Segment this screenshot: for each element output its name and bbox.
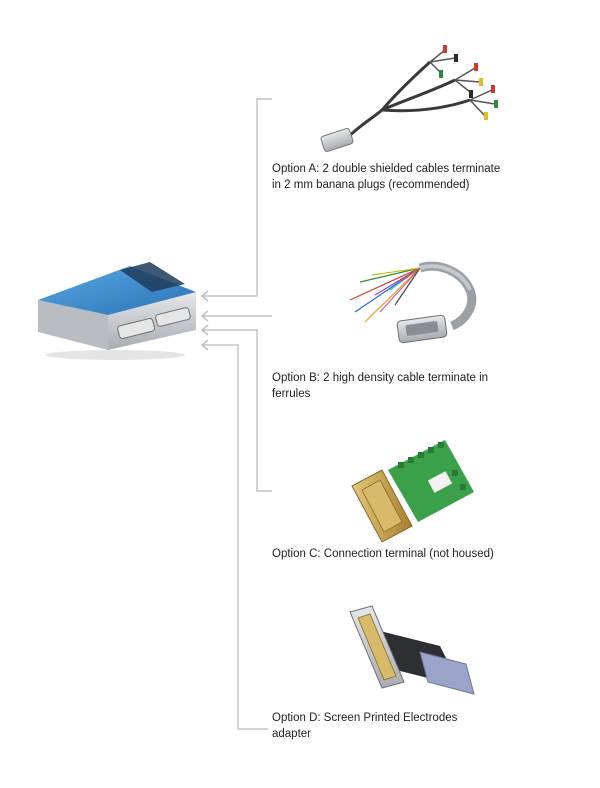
option-a-image — [320, 45, 498, 152]
connector-line-option-d — [202, 344, 268, 730]
device-image — [38, 262, 196, 360]
device-port-right — [155, 307, 191, 327]
arrowhead-c — [201, 324, 209, 336]
arrowhead-b — [201, 310, 209, 322]
option-c-caption: Option C: Connection terminal (not house… — [272, 546, 494, 562]
option-b-caption-line-2: ferrules — [272, 388, 311, 400]
arrowhead-a — [201, 290, 209, 302]
terminal-label — [427, 471, 453, 493]
option-d-caption: Option D: Screen Printed Electrodes adap… — [272, 710, 457, 742]
connector-lines — [202, 98, 272, 730]
device-side-left — [38, 300, 108, 350]
device-shadow — [45, 350, 185, 360]
option-d-image — [349, 605, 475, 695]
device-top-panel — [120, 262, 185, 292]
option-b-image — [349, 261, 477, 344]
option-a-dsub-connector — [320, 128, 354, 152]
connector-line-option-a — [202, 98, 272, 297]
option-b-caption: Option B: 2 high density cable terminate… — [272, 370, 488, 402]
connector-line-option-c — [202, 329, 272, 492]
adapter-slot — [419, 651, 475, 695]
option-b-caption-line-1: Option B: 2 high density cable terminate… — [272, 372, 489, 384]
option-a-caption-line-2: in 2 mm banana plugs (recommended) — [272, 179, 470, 191]
arrowhead-d — [201, 339, 209, 351]
option-d-caption-line-2: adapter — [272, 728, 312, 740]
option-c-image — [351, 440, 474, 543]
device-port-left — [117, 317, 156, 340]
option-d-caption-line-1: Option D: Screen Printed Electrodes — [272, 712, 458, 724]
arrowheads — [201, 290, 209, 351]
option-a-caption: Option A: 2 double shielded cables termi… — [272, 161, 500, 193]
option-c-caption-line-1: Option C: Connection terminal (not house… — [272, 548, 494, 560]
banana-plugs — [439, 45, 498, 120]
option-a-caption-line-1: Option A: 2 double shielded cables termi… — [272, 163, 501, 175]
